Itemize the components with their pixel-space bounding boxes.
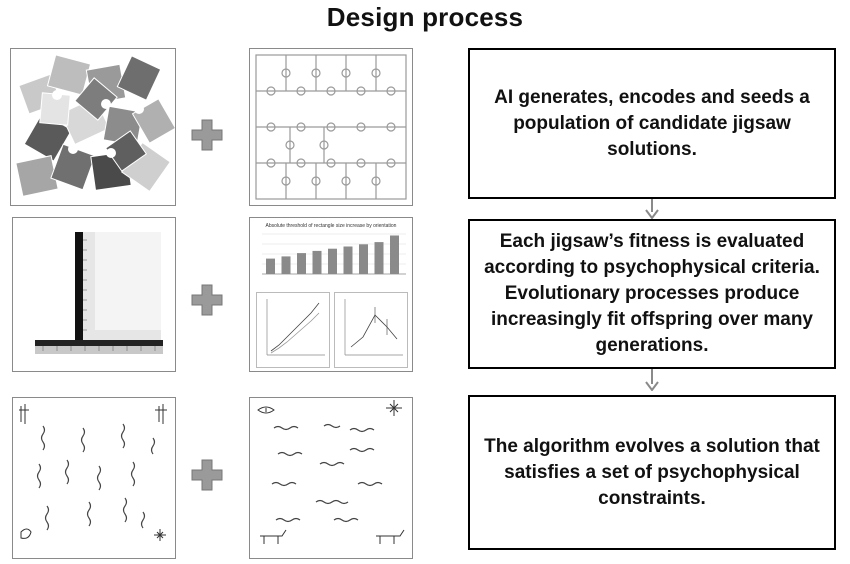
step-3-text: The algorithm evolves a solution that sa…: [484, 435, 820, 509]
step-2-box: Each jigsaw’s fitness is evaluated accor…: [468, 219, 836, 369]
egyptian-puzzle-icon: [13, 398, 175, 558]
step-1-text: AI generates, encodes and seeds a popula…: [494, 86, 810, 160]
ruler-l-icon: [13, 218, 175, 371]
mini-chart-title: Absolute threshold of rectangle size inc…: [266, 223, 397, 229]
down-arrow-icon: [645, 369, 659, 391]
charts-image: Absolute threshold of rectangle size inc…: [249, 217, 413, 372]
line-graph-icon: [344, 299, 403, 356]
down-arrow-icon: [645, 199, 659, 219]
jigsaw-grid-icon: [250, 49, 412, 205]
ruler-image: [12, 217, 176, 372]
egyptian-puzzle-image-1: [12, 397, 176, 559]
plus-icon: [191, 284, 223, 316]
puzzle-pieces-image: [10, 48, 176, 206]
mini-bar: [328, 248, 337, 274]
page-title: Design process: [326, 2, 524, 32]
jigsaw-grid-image: [249, 48, 413, 206]
mini-bar: [297, 253, 306, 274]
mini-bar: [312, 250, 322, 274]
plus-icon: [191, 459, 223, 491]
egyptian-puzzle-image-2: [249, 397, 413, 559]
egyptian-puzzle-icon: [250, 398, 412, 558]
mini-bar: [359, 244, 368, 274]
mini-bar: [266, 258, 275, 274]
mini-bar: [390, 235, 399, 274]
bar-chart-icon: Absolute threshold of rectangle size inc…: [262, 223, 406, 275]
step-2-text: Each jigsaw’s fitness is evaluated accor…: [484, 231, 820, 356]
line-graph-icon: [266, 299, 325, 356]
mini-bar: [374, 242, 384, 274]
mini-bar: [281, 256, 291, 274]
step-1-box: AI generates, encodes and seeds a popula…: [468, 48, 836, 199]
mini-bar: [343, 246, 353, 274]
step-3-box: The algorithm evolves a solution that sa…: [468, 395, 836, 550]
puzzle-pieces-icon: [11, 49, 175, 205]
plus-icon: [191, 119, 223, 151]
